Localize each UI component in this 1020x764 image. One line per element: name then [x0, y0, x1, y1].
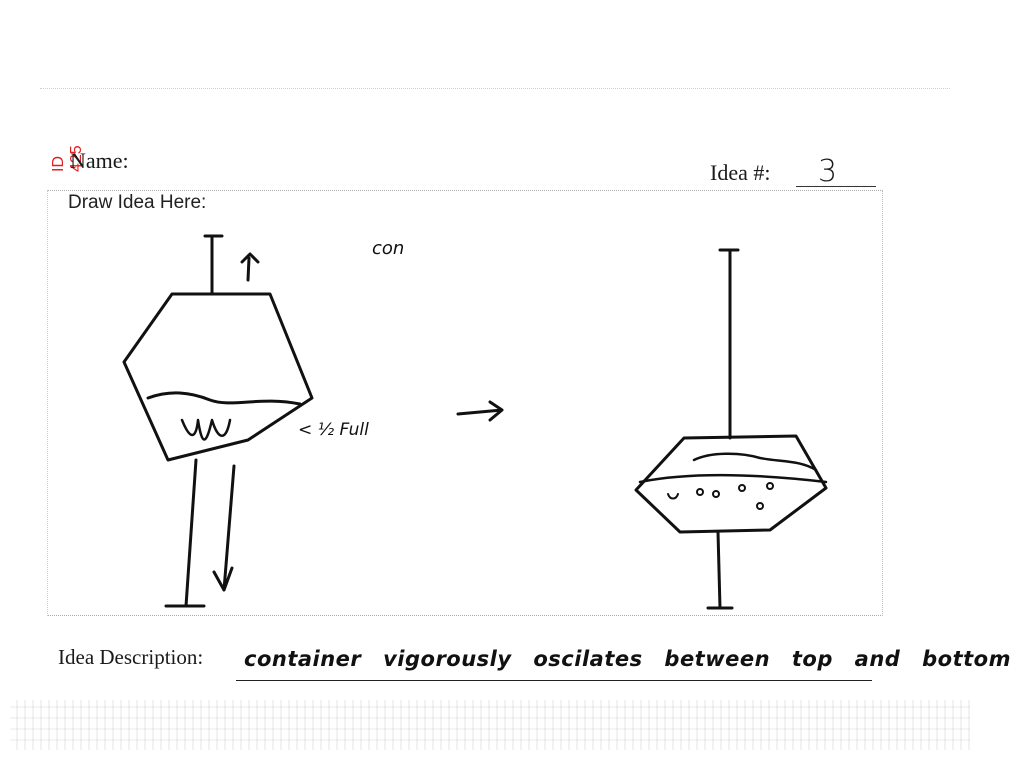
left-bottom-rod	[166, 460, 204, 606]
right-top-rod	[720, 250, 738, 438]
right-bottom-rod	[708, 532, 732, 608]
left-liquid-squiggle	[182, 420, 230, 440]
transition-arrow-icon	[458, 402, 502, 420]
right-container	[636, 436, 826, 532]
left-liquid-surface	[148, 393, 300, 404]
idea-description-underline	[236, 680, 872, 681]
idea-description-label: Idea Description:	[58, 645, 203, 670]
idea-description-value: container vigorously oscilates between t…	[244, 647, 1011, 671]
right-liquid-surface	[694, 454, 816, 470]
up-arrow-icon	[242, 254, 258, 280]
sketch-note-fill-level: < ½ Full	[298, 420, 369, 440]
down-arrow-icon	[214, 466, 234, 590]
left-top-rod	[205, 236, 222, 294]
bubbles	[668, 483, 773, 509]
sketch-note-top: con	[372, 238, 404, 259]
right-liquid-surface-2	[640, 475, 826, 482]
